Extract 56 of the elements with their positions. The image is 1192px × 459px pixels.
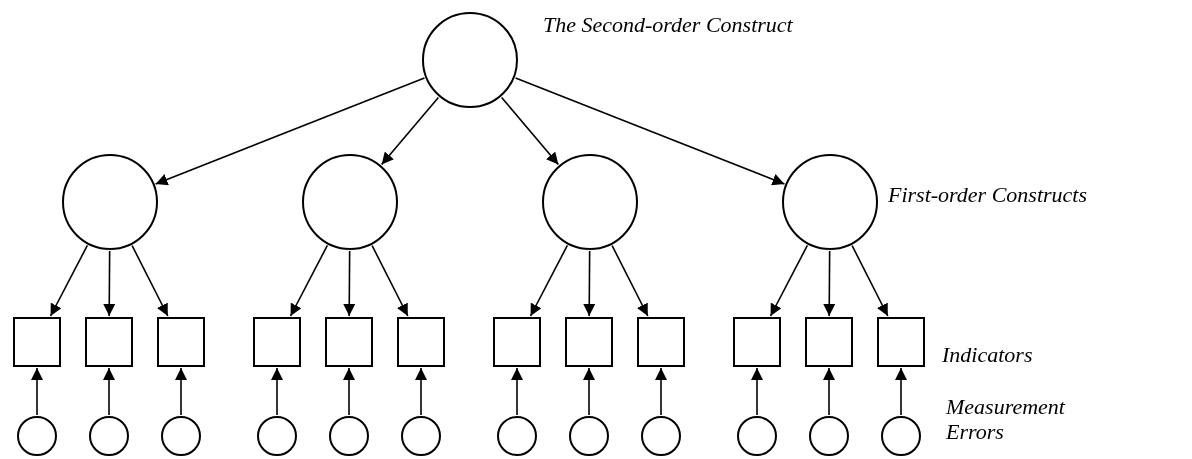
indicator-square <box>805 317 853 367</box>
construct-caption: First-order Constructs <box>888 182 1088 208</box>
arrow <box>823 367 835 416</box>
indicator-square <box>637 317 685 367</box>
arrow <box>823 250 836 317</box>
arrow <box>131 244 169 317</box>
construct-circle <box>737 416 777 456</box>
indicator-square <box>253 317 301 367</box>
arrow <box>655 367 667 416</box>
arrow <box>289 244 329 317</box>
indicator-square <box>85 317 133 367</box>
arrow <box>514 77 786 186</box>
indicator-square <box>493 317 541 367</box>
construct-circle <box>881 416 921 456</box>
arrow <box>851 244 889 317</box>
construct-circle <box>641 416 681 456</box>
indicator-square <box>733 317 781 367</box>
construct-circle <box>497 416 537 456</box>
arrow <box>769 244 809 317</box>
construct-circle <box>329 416 369 456</box>
arrow <box>343 367 355 416</box>
arrow <box>583 250 596 317</box>
arrow <box>500 96 560 166</box>
indicator-square <box>877 317 925 367</box>
arrow <box>511 367 523 416</box>
arrow <box>895 367 907 416</box>
arrow <box>380 96 440 166</box>
construct-circle <box>569 416 609 456</box>
indicator-square <box>13 317 61 367</box>
indicator-square <box>397 317 445 367</box>
arrow <box>371 244 409 317</box>
row-label: Indicators <box>942 342 1033 368</box>
arrow <box>154 77 426 186</box>
indicator-square <box>565 317 613 367</box>
arrow <box>271 367 283 416</box>
row-label: Measurement Errors <box>946 394 1067 445</box>
construct-circle <box>89 416 129 456</box>
arrow <box>103 250 116 317</box>
arrow <box>611 244 649 317</box>
arrow <box>49 244 89 317</box>
indicator-square <box>325 317 373 367</box>
arrow <box>583 367 595 416</box>
arrow <box>751 367 763 416</box>
arrow <box>343 250 356 317</box>
arrow <box>529 244 569 317</box>
construct-circle <box>809 416 849 456</box>
construct-circle <box>161 416 201 456</box>
indicator-square <box>157 317 205 367</box>
arrow <box>175 367 187 416</box>
arrow <box>415 367 427 416</box>
construct-circle <box>257 416 297 456</box>
construct-caption: The Second-order Construct <box>543 12 793 38</box>
arrow <box>103 367 115 416</box>
construct-circle <box>17 416 57 456</box>
arrow <box>31 367 43 416</box>
construct-circle <box>401 416 441 456</box>
